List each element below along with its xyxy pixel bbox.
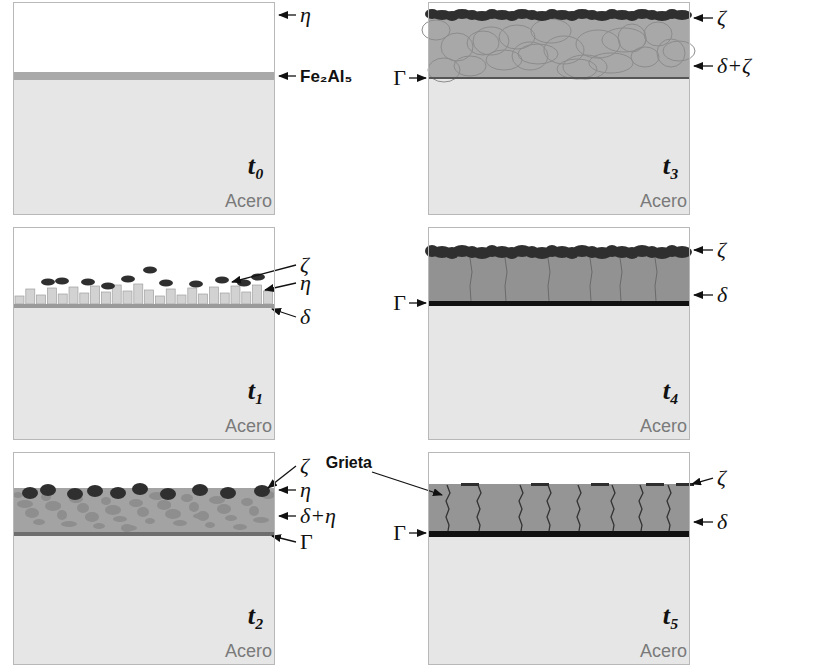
- layer-panel: t₀ Acero: [13, 2, 275, 215]
- phase-label: ζ: [717, 467, 726, 489]
- phase-label: η: [300, 479, 311, 501]
- layer-panel: t₄ Acero: [428, 227, 690, 440]
- phase-label: δ: [717, 284, 727, 306]
- phase-label: ζ: [717, 7, 726, 29]
- substrate-label: Acero: [225, 641, 272, 662]
- phase-label: ζ: [717, 239, 726, 261]
- phase-label: δ+η: [300, 505, 336, 527]
- phase-label: ζ: [300, 455, 309, 477]
- phase-label: δ+ζ: [717, 55, 751, 77]
- substrate-label: Acero: [225, 416, 272, 437]
- phase-label: Γ: [393, 67, 406, 89]
- substrate-label: Acero: [640, 191, 687, 212]
- time-label: t₂: [248, 601, 264, 631]
- phase-label: η: [300, 4, 311, 26]
- phase-label: δ: [717, 511, 727, 533]
- time-label: t₀: [248, 151, 264, 181]
- phase-label: Γ: [393, 522, 406, 544]
- phase-label: Γ: [393, 292, 406, 314]
- phase-label: Γ: [300, 531, 313, 553]
- phase-label: δ: [300, 306, 310, 328]
- crack-label: Grieta: [326, 455, 372, 471]
- time-label: t₄: [663, 376, 679, 406]
- phase-label: η: [300, 272, 311, 294]
- time-label: t₅: [663, 601, 679, 631]
- time-label: t₃: [663, 151, 679, 181]
- substrate-label: Acero: [640, 416, 687, 437]
- layer-panel: t₅ Acero: [428, 452, 690, 665]
- layer-panel: t₃ Acero: [428, 2, 690, 215]
- time-label: t₁: [248, 376, 264, 406]
- layer-panel: t₁ Acero: [13, 227, 275, 440]
- layer-panel: t₂ Acero: [13, 452, 275, 665]
- phase-label: Fe₂Al₅: [300, 68, 352, 85]
- substrate-label: Acero: [225, 191, 272, 212]
- substrate-label: Acero: [640, 641, 687, 662]
